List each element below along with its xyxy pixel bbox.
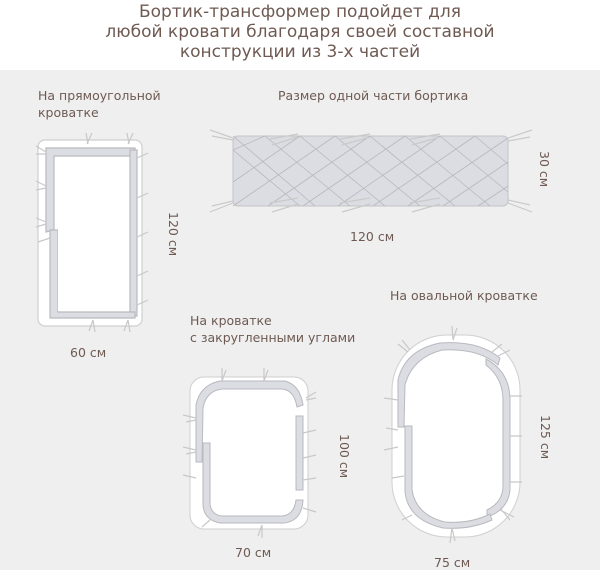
oval-crib-diagram [383, 325, 522, 544]
rounded-crib-width: 70 см [235, 545, 272, 560]
oval-crib-width: 75 см [434, 555, 471, 570]
rectangular-crib-label-line-1: На прямоугольной [38, 88, 161, 103]
rectangular-crib-label-line-2: кроватке [38, 105, 99, 120]
page-title: Бортик-трансформер подойдет для любой кр… [0, 0, 600, 62]
oval-crib-length: 125 см [538, 415, 553, 460]
title-line-2: любой кровати благодаря своей составной [105, 22, 495, 42]
rounded-crib-label: На кроватке с закругленными углами [190, 312, 355, 346]
rectangular-crib-diagram [35, 132, 149, 333]
rounded-crib-length: 100 см [337, 434, 352, 479]
rounded-crib-diagram [182, 368, 317, 538]
title-line-1: Бортик-трансформер подойдет для [138, 2, 462, 22]
bumper-piece-width: 120 см [350, 229, 395, 244]
bumper-piece-height: 30 см [537, 151, 552, 188]
rounded-crib-label-line-1: На кроватке [190, 313, 272, 328]
rectangular-crib-width: 60 см [70, 345, 107, 360]
title-line-3: конструкции из 3-х частей [179, 42, 421, 62]
oval-crib-label: На овальной кроватке [390, 288, 538, 303]
rectangular-crib-label: На прямоугольной кроватке [38, 87, 161, 121]
rounded-crib-label-line-2: с закругленными углами [190, 330, 356, 345]
rectangular-crib-length: 120 см [166, 212, 181, 257]
bumper-piece-label: Размер одной части бортика [278, 88, 469, 103]
bumper-piece-diagram [209, 129, 533, 213]
